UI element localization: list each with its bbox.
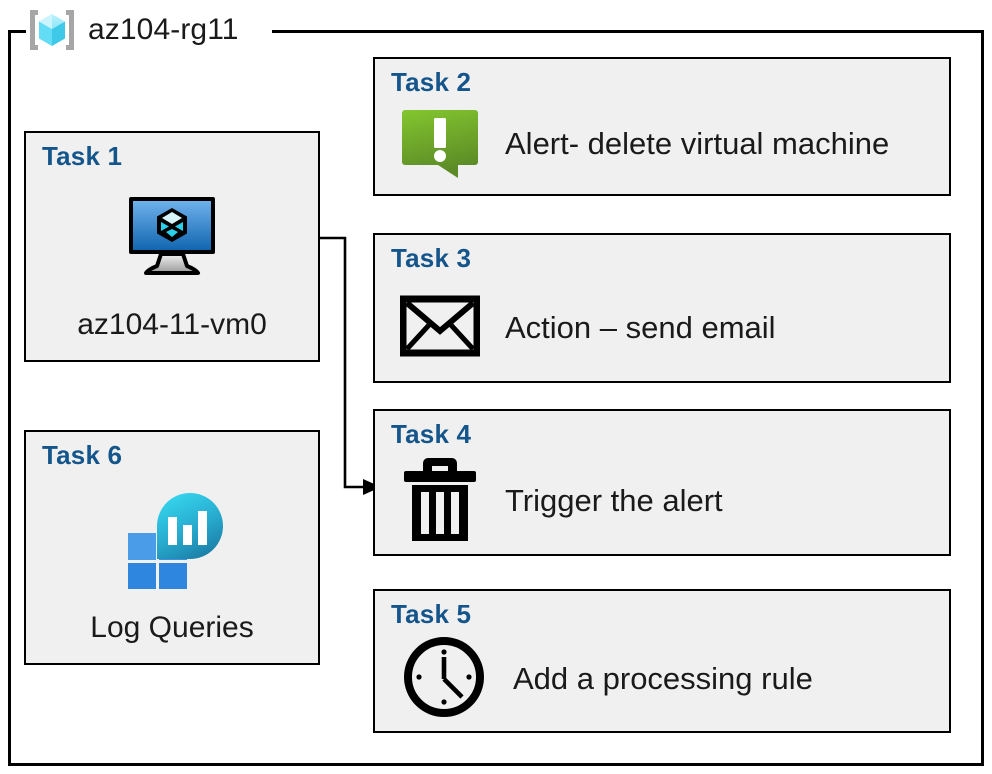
envelope-icon <box>399 295 481 362</box>
icon-slot <box>401 106 479 184</box>
resource-group-header: az104-rg11 <box>26 6 239 54</box>
task-card-row: Trigger the alert <box>401 457 935 546</box>
task-card-title: Task 4 <box>391 419 472 449</box>
virtual-machine-icon <box>124 194 220 281</box>
task-card-title: Task 5 <box>391 599 472 629</box>
clock-icon <box>402 635 486 724</box>
resource-group-border-top-left <box>8 30 26 33</box>
task-card-task-6[interactable]: Task 6 <box>24 430 320 665</box>
task-card-caption: Alert- delete virtual machine <box>505 126 890 162</box>
azure-resource-group-icon <box>26 7 78 53</box>
task-card-row: Add a processing rule <box>401 635 935 723</box>
icon-slot <box>401 636 487 718</box>
task-card-title: Task 2 <box>391 67 472 97</box>
task-card-task-1[interactable]: Task 1 <box>24 131 320 362</box>
alert-bubble-icon <box>401 104 479 185</box>
task-card-row: Action – send email <box>399 283 935 373</box>
icon-slot <box>401 458 479 541</box>
task-card-caption: Action – send email <box>505 309 776 345</box>
resource-group-container <box>8 30 984 766</box>
task-card-title: Task 1 <box>42 141 123 171</box>
icon-slot <box>26 185 318 289</box>
task-card-caption: az104-11-vm0 <box>77 308 267 341</box>
log-analytics-icon <box>120 489 224 594</box>
task-card-task-2[interactable]: Task 2 <box>373 57 951 196</box>
task-card-task-4[interactable]: Task 4 Trigger the <box>373 409 951 556</box>
task-card-task-3[interactable]: Task 3 Action – send email <box>373 233 951 383</box>
task-card-task-5[interactable]: Task 5 Add a processing rule <box>373 589 951 733</box>
task-card-title: Task 6 <box>42 440 123 470</box>
task-card-caption: Add a processing rule <box>513 660 813 696</box>
icon-slot <box>399 289 481 367</box>
task-card-caption: Trigger the alert <box>505 483 723 519</box>
task-card-row: Alert- delete virtual machine <box>401 103 935 186</box>
task-card-caption: Log Queries <box>90 611 254 644</box>
task-card-title: Task 3 <box>391 243 472 273</box>
resource-group-border-top-right <box>272 30 984 33</box>
resource-group-label: az104-rg11 <box>88 13 239 46</box>
trash-can-icon <box>402 455 478 548</box>
icon-slot <box>26 488 318 594</box>
